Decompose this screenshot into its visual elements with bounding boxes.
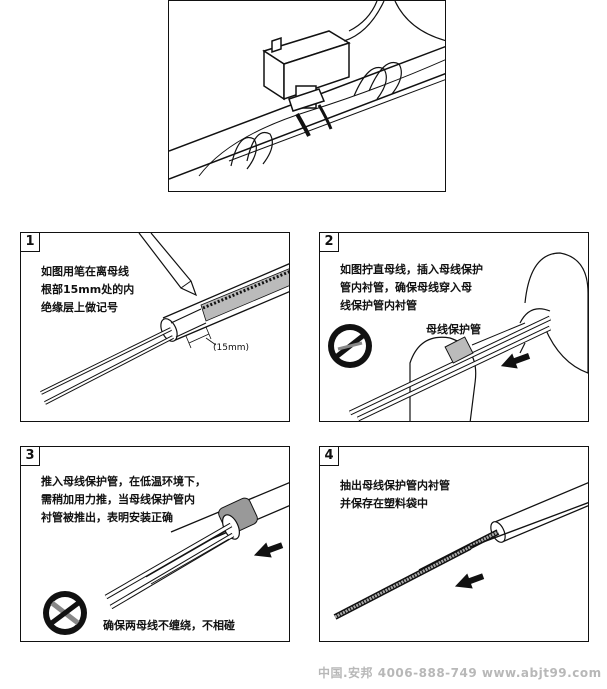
watermark: 中国.安邦 4006-888-749 www.abjt99.com — [318, 666, 602, 680]
step-2-instruction: 如图拧直母线，插入母线保护 管内衬管，确保母线穿入母 线保护管内衬管 — [340, 263, 483, 312]
step-1-instruction: 如图用笔在离母线 根部15mm处的内 绝缘层上做记号 — [41, 265, 135, 314]
step-3-number: 3 — [21, 447, 40, 466]
step-3-instruction: 推入母线保护管，在低温环境下， 需稍加用力推，当母线保护管内 衬管被推出，表明安… — [41, 475, 206, 524]
step-2-part-label: 母线保护管 — [426, 323, 481, 336]
step-1-dimension-label: (15mm) — [213, 343, 250, 353]
step-4-number: 4 — [320, 447, 339, 466]
step-2-drawing — [328, 252, 588, 421]
step-4-instruction: 抽出母线保护管内衬管 并保存在塑料袋中 — [340, 479, 450, 510]
step-2-panel: 2 如图拧直母线，插入母线保护 管内衬管，确保母线穿入母 线保护管内衬管 母线保… — [319, 232, 589, 422]
step-4-panel: 4 抽出母线保护管内衬管 并保存在塑料袋中 — [319, 446, 589, 642]
step-1-drawing — [40, 233, 289, 405]
step-1-number: 1 — [21, 233, 40, 252]
step-3-drawing — [43, 482, 289, 635]
step-4-drawing — [333, 482, 588, 620]
step-1-panel: 1 如图用笔在离母线 根部15mm处的内 绝缘层上做记号 (15mm) — [20, 232, 290, 422]
top-illustration-panel — [168, 0, 446, 192]
junction-box-on-pipe-drawing — [169, 1, 445, 180]
step-3-caption: 确保两母线不缠绕，不相碰 — [103, 619, 235, 632]
step-2-number: 2 — [320, 233, 339, 252]
step-3-panel: 3 推入母线保护管，在低温环境下， 需稍加用力推，当母线保护管内 衬管被推出，表… — [20, 446, 290, 642]
